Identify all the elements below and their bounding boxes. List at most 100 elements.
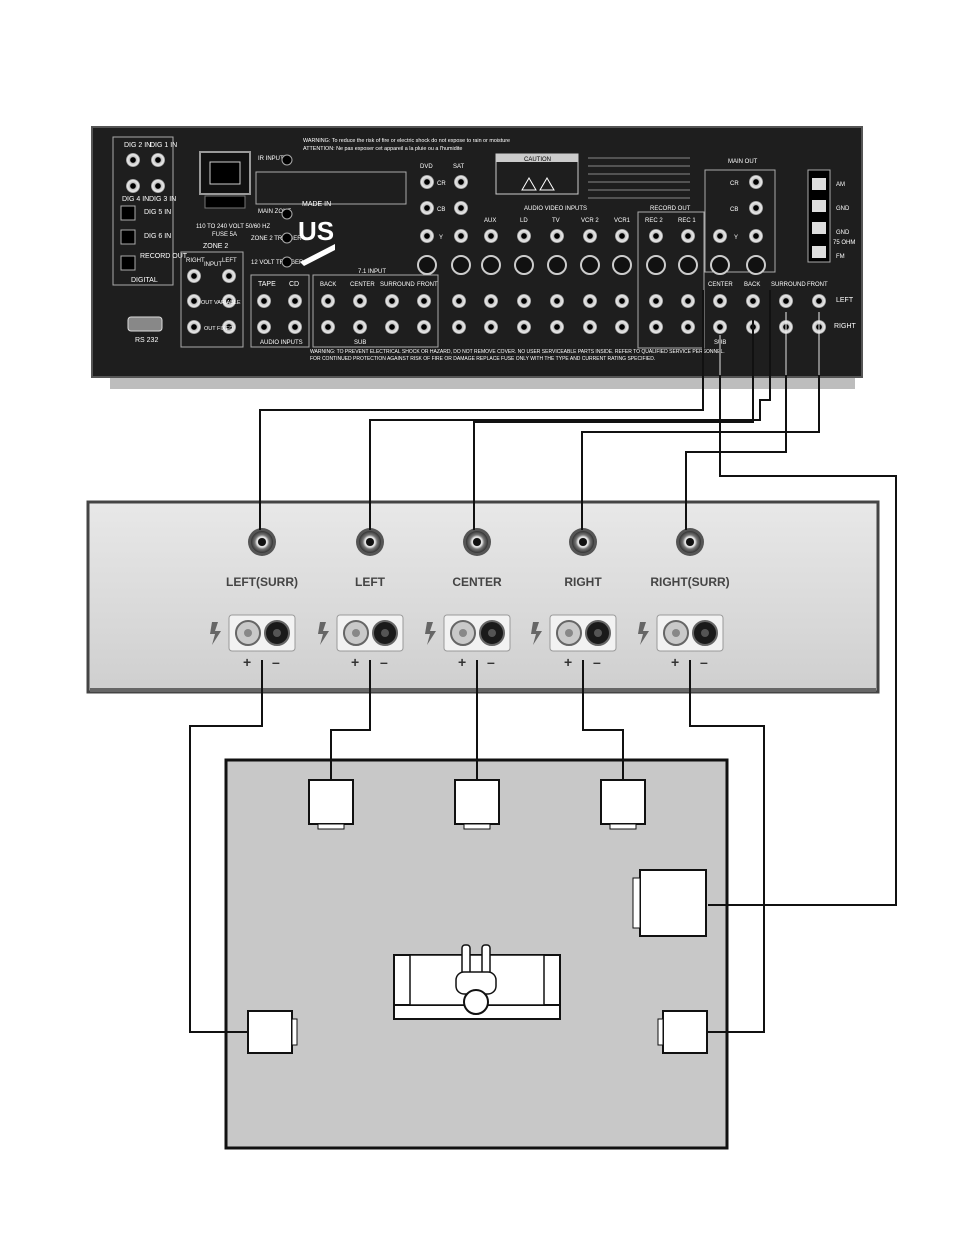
main-out-sub-jack[interactable] xyxy=(713,320,727,334)
input71-surround-right-jack[interactable] xyxy=(385,320,399,334)
av-audio-jack-1r[interactable] xyxy=(452,320,466,334)
rec1-svideo-jack[interactable] xyxy=(678,255,698,275)
antenna-fm-terminal[interactable] xyxy=(812,246,826,258)
rec1-left-jack[interactable] xyxy=(681,294,695,308)
vcr1-label: VCR1 xyxy=(614,218,631,224)
rec2-right-jack[interactable] xyxy=(649,320,663,334)
main-out-video-jack[interactable] xyxy=(713,229,727,243)
zone2-var-right-jack[interactable] xyxy=(187,294,201,308)
main-out-front-label: FRONT xyxy=(807,282,828,288)
speaker-center xyxy=(454,779,500,830)
zone2-input-left-jack[interactable] xyxy=(222,269,236,283)
tape-label: TAPE xyxy=(258,281,276,288)
dig5-optical[interactable] xyxy=(120,205,136,221)
power-label: 110 TO 240 VOLT 50/60 HZ xyxy=(196,224,270,230)
main-out-back-left-jack[interactable] xyxy=(746,294,760,308)
record-out-optical[interactable] xyxy=(120,255,136,271)
ld-svideo-jack[interactable] xyxy=(514,255,534,275)
cd-left-jack[interactable] xyxy=(288,294,302,308)
input71-front-left-jack[interactable] xyxy=(417,294,431,308)
dig2-jack[interactable] xyxy=(126,153,140,167)
av-audio-jack-2l[interactable] xyxy=(484,294,498,308)
tv-svideo-jack[interactable] xyxy=(547,255,567,275)
amp-label-left-surr: LEFT(SURR) xyxy=(226,575,298,589)
dvd-cb-jack[interactable] xyxy=(420,201,434,215)
sat-cb-jack[interactable] xyxy=(454,201,468,215)
zone2-input-right-jack[interactable] xyxy=(187,269,201,283)
wire-amp-right-to-speaker xyxy=(582,660,624,780)
main-out-svideo-2[interactable] xyxy=(746,255,766,275)
av-audio-jack-6r[interactable] xyxy=(615,320,629,334)
input71-back-right-jack[interactable] xyxy=(321,320,335,334)
av-audio-jack-4l[interactable] xyxy=(550,294,564,308)
input71-sub-jack[interactable] xyxy=(353,320,367,334)
main-zone-jack[interactable] xyxy=(281,208,293,220)
wire-front-left-to-left xyxy=(369,290,771,530)
dvd-y-jack[interactable] xyxy=(420,229,434,243)
tape-left-jack[interactable] xyxy=(257,294,271,308)
antenna-gnd2-terminal[interactable] xyxy=(812,222,826,234)
zone2-section-box xyxy=(180,251,244,348)
power-inlet[interactable] xyxy=(199,151,251,195)
dig3-jack[interactable] xyxy=(151,179,165,193)
main-out-center-jack[interactable] xyxy=(713,294,727,308)
main-out-y-jack[interactable] xyxy=(749,229,763,243)
sat-y-jack[interactable] xyxy=(454,229,468,243)
sat-svideo-jack[interactable] xyxy=(451,255,471,275)
tape-right-jack[interactable] xyxy=(257,320,271,334)
aux-video-jack[interactable] xyxy=(484,229,498,243)
vcr2-video-jack[interactable] xyxy=(583,229,597,243)
cd-right-jack[interactable] xyxy=(288,320,302,334)
dig6-optical[interactable] xyxy=(120,229,136,245)
ir-input-jack[interactable] xyxy=(281,154,293,166)
aux-svideo-jack[interactable] xyxy=(481,255,501,275)
volt12-trigger-jack[interactable] xyxy=(281,256,293,268)
tv-video-jack[interactable] xyxy=(550,229,564,243)
rec2-video-jack[interactable] xyxy=(649,229,663,243)
input71-surround-left-jack[interactable] xyxy=(385,294,399,308)
rec2-left-jack[interactable] xyxy=(649,294,663,308)
av-audio-jack-2r[interactable] xyxy=(484,320,498,334)
main-out-cb-jack[interactable] xyxy=(749,201,763,215)
exclamation-warning-icon xyxy=(539,177,555,191)
zone2-trigger-jack[interactable] xyxy=(281,232,293,244)
av-audio-jack-6l[interactable] xyxy=(615,294,629,308)
input71-back-left-jack[interactable] xyxy=(321,294,335,308)
vcr2-svideo-jack[interactable] xyxy=(580,255,600,275)
zone2-fixed-left-jack[interactable] xyxy=(222,320,236,334)
av-audio-jack-3l[interactable] xyxy=(517,294,531,308)
amp-left-lightning-icon xyxy=(318,622,329,645)
antenna-terminal-block[interactable] xyxy=(807,169,831,263)
rec1-right-jack[interactable] xyxy=(681,320,695,334)
rec1-video-jack[interactable] xyxy=(681,229,695,243)
input71-front-right-jack[interactable] xyxy=(417,320,431,334)
av-audio-jack-5r[interactable] xyxy=(583,320,597,334)
rs232-port[interactable] xyxy=(127,316,163,332)
ld-video-jack[interactable] xyxy=(517,229,531,243)
dig4-jack[interactable] xyxy=(126,179,140,193)
av-audio-jack-5l[interactable] xyxy=(583,294,597,308)
av-audio-jack-4r[interactable] xyxy=(550,320,564,334)
av-audio-jack-1l[interactable] xyxy=(452,294,466,308)
main-out-cr-jack[interactable] xyxy=(749,175,763,189)
zone2-fixed-right-jack[interactable] xyxy=(187,320,201,334)
sat-cr-jack[interactable] xyxy=(454,175,468,189)
dvd-svideo-jack[interactable] xyxy=(417,255,437,275)
rec2-svideo-jack[interactable] xyxy=(646,255,666,275)
av-audio-jack-3r[interactable] xyxy=(517,320,531,334)
antenna-gnd-terminal[interactable] xyxy=(812,200,826,212)
amp-left-plus-label: + xyxy=(351,654,359,670)
main-out-surround-left-jack[interactable] xyxy=(779,294,793,308)
vcr1-video-jack[interactable] xyxy=(615,229,629,243)
input71-center-jack[interactable] xyxy=(353,294,367,308)
digital-section-box xyxy=(112,136,174,286)
main-out-front-left-jack[interactable] xyxy=(812,294,826,308)
vcr1-svideo-jack[interactable] xyxy=(612,255,632,275)
dig1-jack[interactable] xyxy=(151,153,165,167)
antenna-am-terminal[interactable] xyxy=(812,178,826,190)
main-out-svideo-1[interactable] xyxy=(710,255,730,275)
dvd-cr-jack[interactable] xyxy=(420,175,434,189)
zone2-var-left-jack[interactable] xyxy=(222,294,236,308)
amp-left-surr-positive-post-center xyxy=(244,629,252,637)
wire-amp-left-to-speaker xyxy=(330,660,371,780)
